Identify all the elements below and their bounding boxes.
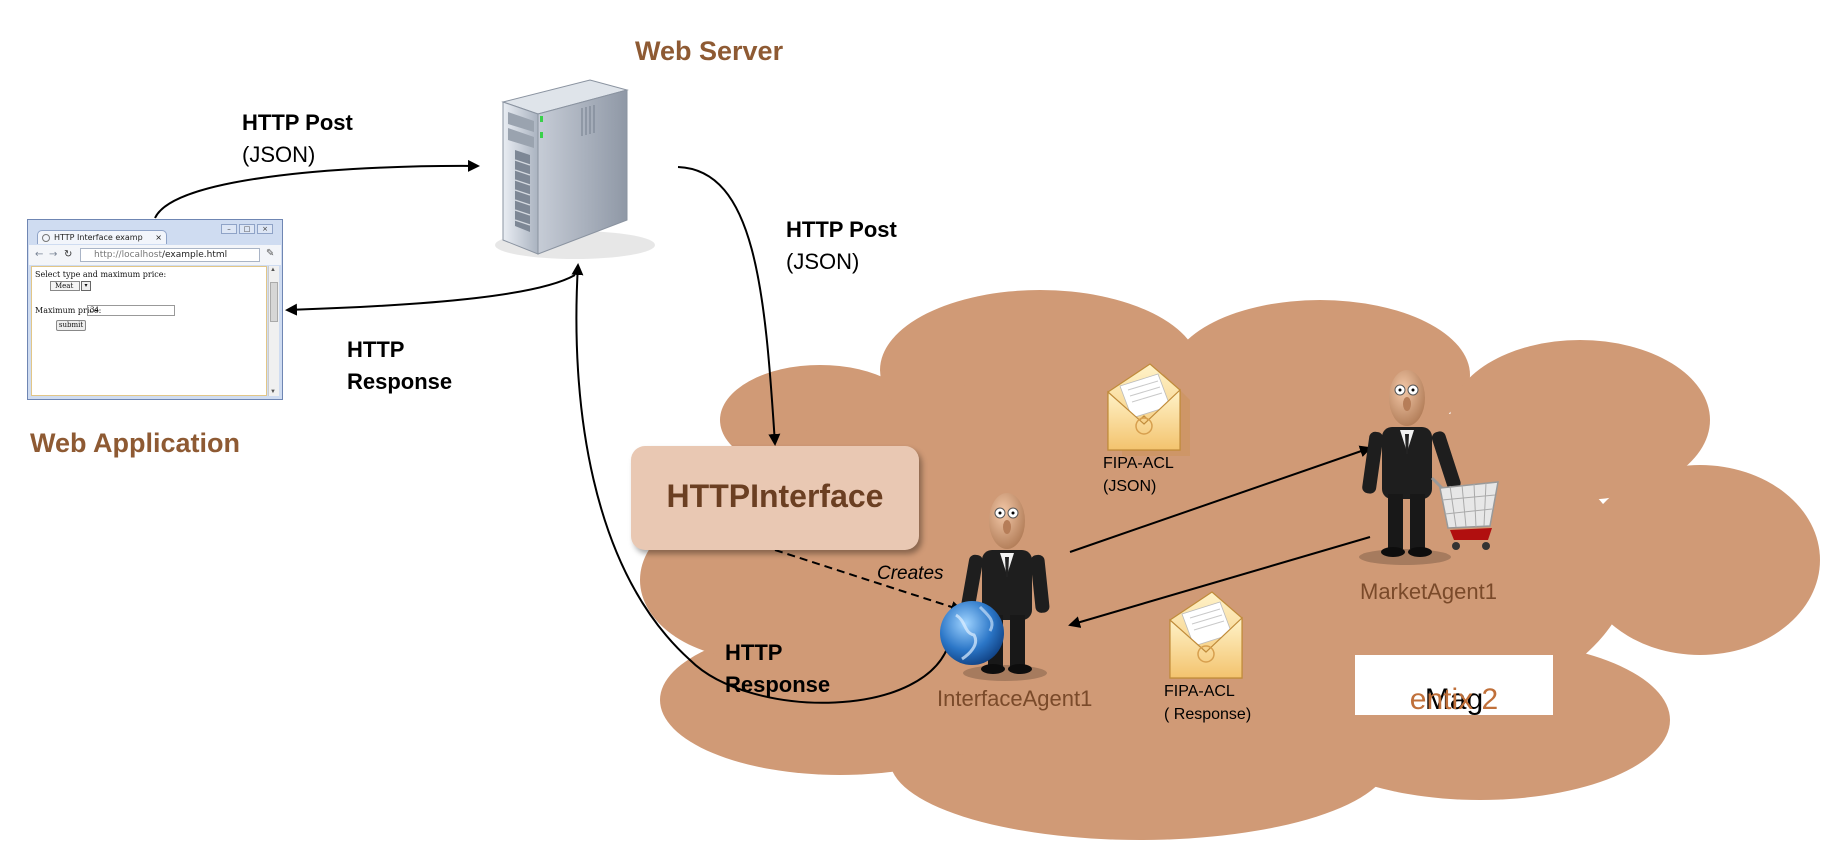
market-agent-figure bbox=[1359, 370, 1461, 565]
close-window-icon[interactable]: × bbox=[257, 224, 273, 234]
scroll-down-icon[interactable]: ▼ bbox=[270, 389, 276, 395]
message-request-line1: FIPA-ACL bbox=[1103, 455, 1174, 472]
wrench-icon[interactable]: ✎ bbox=[266, 248, 275, 259]
browser-tab[interactable]: HTTP Interface examp × bbox=[37, 230, 167, 244]
reload-icon[interactable]: ↻ bbox=[64, 249, 73, 260]
label-response-to-app-line2: Response bbox=[347, 369, 453, 394]
label-post-to-server-line2: (JSON) bbox=[242, 142, 316, 167]
label-response-to-app-line1: HTTP bbox=[347, 337, 405, 362]
browser-page: Select type and maximum price: Meat ▾ Ma… bbox=[31, 266, 267, 396]
label-response-to-server-line2: Response bbox=[725, 672, 831, 697]
price-input[interactable]: 34 bbox=[87, 305, 175, 316]
interface-agent-name: InterfaceAgent1 bbox=[937, 686, 1093, 711]
http-interface-box: HTTPInterface bbox=[631, 446, 919, 550]
edge-response-to-app bbox=[285, 274, 576, 316]
minimize-icon[interactable]: – bbox=[221, 224, 237, 234]
scrollbar-thumb[interactable] bbox=[270, 282, 278, 322]
address-bar[interactable]: http://localhost/example.html bbox=[80, 248, 260, 262]
message-request-line2: (JSON) bbox=[1103, 478, 1157, 495]
envelope-request-icon bbox=[1107, 363, 1190, 456]
web-application-title: Web Application bbox=[30, 428, 241, 458]
tab-favicon-icon bbox=[42, 234, 50, 242]
envelope-response-icon bbox=[1169, 591, 1243, 679]
label-response-to-server-line1: HTTP bbox=[725, 640, 783, 665]
label-creates: Creates bbox=[877, 563, 944, 584]
edge-post-to-server bbox=[154, 159, 480, 219]
edge-creates bbox=[774, 549, 963, 613]
address-host: http://localhost bbox=[94, 250, 162, 260]
message-response-label: FIPA-ACL ( Response) bbox=[1164, 680, 1251, 726]
market-agent-name: MarketAgent1 bbox=[1360, 579, 1497, 604]
scroll-up-icon[interactable]: ▲ bbox=[270, 267, 276, 273]
message-request-label: FIPA-ACL (JSON) bbox=[1103, 452, 1174, 498]
edge-response-to-interface bbox=[1068, 536, 1371, 628]
label-post-to-interface: HTTP Post (JSON) bbox=[786, 214, 897, 278]
type-select[interactable]: Meat bbox=[50, 281, 80, 291]
web-server-title: Web Server bbox=[635, 36, 784, 66]
edge-post-to-interface bbox=[677, 166, 781, 446]
browser-window: HTTP Interface examp × – □ × ← → ↻ http:… bbox=[27, 219, 283, 400]
label-post-to-server: HTTP Post (JSON) bbox=[242, 107, 353, 171]
shopping-cart-icon bbox=[1430, 476, 1499, 550]
browser-toolbar: ← → ↻ http://localhost/example.html ✎ bbox=[29, 245, 281, 265]
forward-icon[interactable]: → bbox=[49, 249, 58, 260]
price-label: Maximum price: bbox=[35, 306, 102, 315]
browser-scrollbar[interactable]: ▲ ▼ bbox=[268, 266, 279, 396]
browser-tab-title: HTTP Interface examp bbox=[54, 233, 143, 242]
submit-button[interactable]: submit bbox=[56, 320, 86, 331]
agent-platform-cloud bbox=[640, 290, 1820, 840]
tab-close-icon[interactable]: × bbox=[155, 233, 162, 242]
form-prompt: Select type and maximum price: bbox=[35, 270, 167, 279]
label-post-to-server-line1: HTTP Post bbox=[242, 110, 353, 135]
label-post-to-interface-line2: (JSON) bbox=[786, 249, 860, 274]
select-dropdown-icon[interactable]: ▾ bbox=[81, 281, 91, 291]
http-interface-label: HTTPInterface bbox=[666, 478, 884, 514]
maximize-icon[interactable]: □ bbox=[239, 224, 255, 234]
magentix-name-accent: entix 2 bbox=[1409, 683, 1499, 716]
address-path: /example.html bbox=[161, 250, 228, 260]
back-icon[interactable]: ← bbox=[35, 249, 44, 260]
label-post-to-interface-line1: HTTP Post bbox=[786, 217, 897, 242]
message-response-line1: FIPA-ACL bbox=[1164, 683, 1235, 700]
edge-request-to-market bbox=[1069, 445, 1372, 553]
magentix-name-prefix: Mag bbox=[1424, 683, 1484, 716]
interface-agent-figure bbox=[940, 493, 1050, 681]
server-icon bbox=[495, 79, 655, 259]
label-response-to-server: HTTP Response bbox=[725, 637, 830, 701]
label-response-to-app: HTTP Response bbox=[347, 334, 452, 398]
message-response-line2: ( Response) bbox=[1164, 706, 1252, 723]
edge-response-to-server bbox=[571, 263, 951, 704]
